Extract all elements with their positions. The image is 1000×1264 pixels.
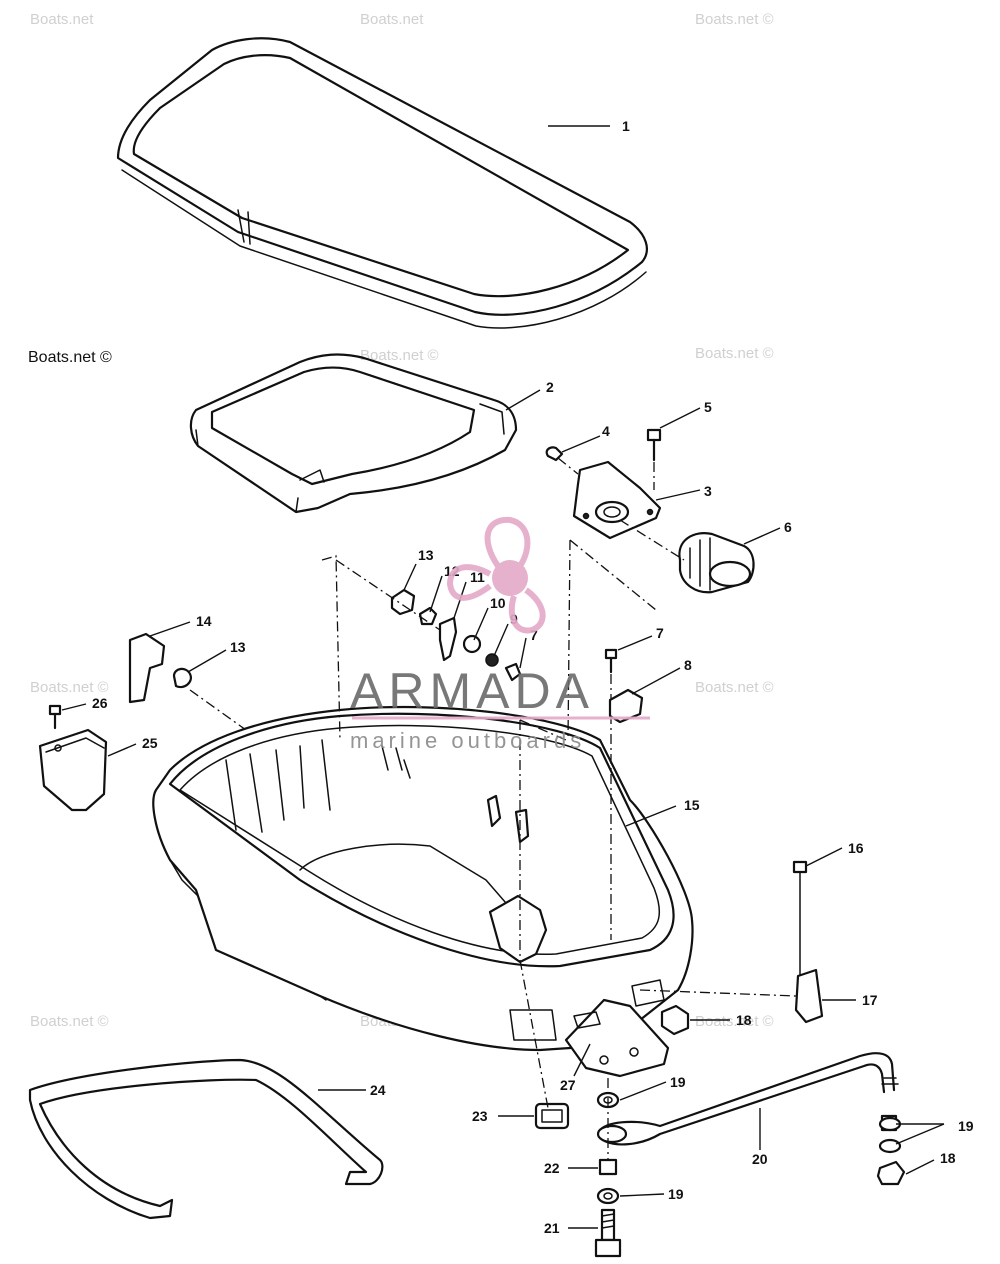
callout-7b: 7 [530,627,538,643]
part-16-screw [792,860,808,991]
hardware-stack-right [876,1114,906,1186]
callout-20: 20 [752,1151,768,1167]
part-27-bracket [564,998,670,1078]
callout-19: 19 [670,1074,686,1090]
callout-27: 27 [560,1077,576,1093]
watermark-text-dark: Boats.net © [28,349,112,366]
callout-4: 4 [602,423,610,439]
part-6-grommet [619,519,755,594]
watermark-text: Boats.net © [695,345,774,362]
part-25-cover [38,728,108,812]
callout-1: 1 [622,118,630,134]
callout-26: 26 [92,695,108,711]
part-18-nut [660,1004,690,1036]
callout-23: 23 [472,1108,488,1124]
part-2-seal-frame [189,353,518,514]
part-5-screw [646,428,662,490]
callout-8: 8 [684,657,692,673]
part-24-hose [28,1058,384,1220]
part-3-bracket [572,460,662,540]
watermark-text: Boats.net © [30,679,109,696]
part-14-latch [128,632,261,741]
brand-tagline: marine outboards [350,728,585,753]
callout-24: 24 [370,1082,386,1098]
part-15-lower-cowl [152,705,694,1052]
callout-19c: 19 [668,1186,684,1202]
watermark-text: Boats.net [360,11,424,28]
watermark-text: Boats.net © [30,1013,109,1030]
callout-13b: 13 [230,639,246,655]
callout-15: 15 [684,797,700,813]
part-20-link-rod [596,1052,899,1146]
callout-22: 22 [544,1160,560,1176]
callout-5: 5 [704,399,712,415]
part-23-decal [534,1102,570,1130]
watermark-text: Boats.net © [360,347,439,364]
callout-7: 7 [656,625,664,641]
part-8-clip [608,688,644,724]
watermark-text: Boats.net © [695,1013,774,1030]
callout-25: 25 [142,735,158,751]
hardware-stack-19-22-21 [594,1078,622,1258]
leader-lines [61,125,945,1229]
armada-logo: ARMADA marine outboards [350,516,650,753]
callout-14: 14 [196,613,212,629]
callout-16: 16 [848,840,864,856]
parts-9-13-hardware [335,559,522,682]
brand-name: ARMADA [350,663,594,719]
watermark-text: Boats.net © [695,679,774,696]
callout-17: 17 [862,992,878,1008]
callout-labels: 1 2 3 4 5 6 7 7 8 9 10 11 12 13 14 13 15… [92,118,974,1236]
part-17-plate [639,968,824,1024]
callout-18b: 18 [940,1150,956,1166]
callout-21: 21 [544,1220,560,1236]
propeller-icon [446,516,546,634]
callout-2: 2 [546,379,554,395]
callout-18: 18 [736,1012,752,1028]
callout-10: 10 [490,595,506,611]
watermark-text: Boats.net [30,11,94,28]
callout-3: 3 [704,483,712,499]
part-4-pin [545,446,579,475]
construction-lines [321,539,657,1109]
part-26-screw [48,704,62,730]
callout-13: 13 [418,547,434,563]
part-1-top-seal [116,37,648,329]
callout-19b: 19 [958,1118,974,1134]
callout-6: 6 [784,519,792,535]
watermark-text: Boats.net © [695,11,774,28]
